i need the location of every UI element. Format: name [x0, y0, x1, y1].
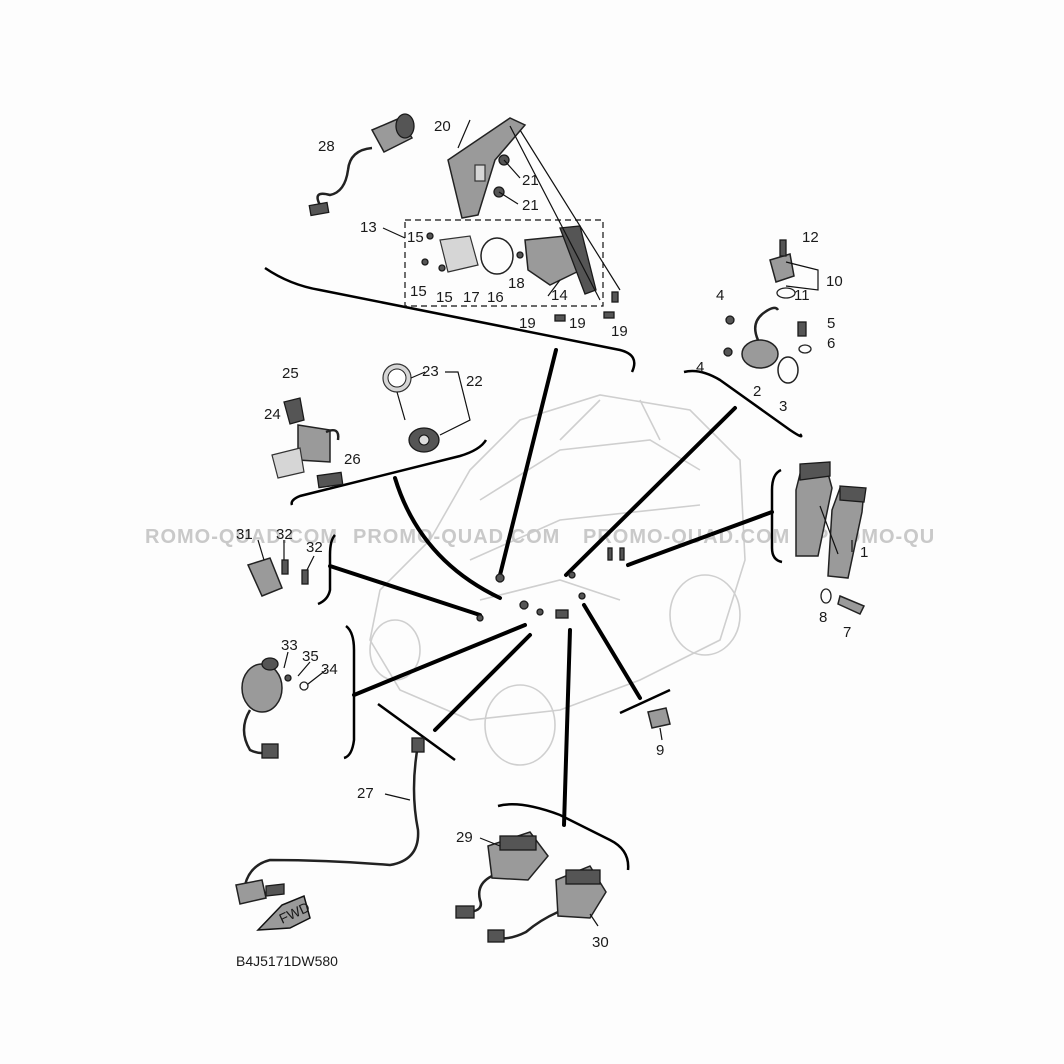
callout-15: 15 — [436, 289, 453, 306]
fwd-direction-arrow: FWD — [256, 894, 312, 931]
part-20-bracket — [447, 117, 527, 219]
callout-19: 19 — [519, 315, 536, 332]
callout-9: 9 — [656, 742, 664, 759]
callout-30: 30 — [592, 934, 609, 951]
callout-24: 24 — [264, 406, 281, 423]
part-1-ignition-coils — [795, 461, 867, 579]
callout-14: 14 — [551, 287, 568, 304]
callout-21: 21 — [522, 197, 539, 214]
part-9-sensor — [647, 707, 671, 741]
part-25-cover — [283, 397, 305, 425]
part-13-assembly — [382, 125, 621, 301]
part-26-label — [316, 471, 344, 489]
callout-18: 18 — [508, 275, 525, 292]
callout-23: 23 — [422, 363, 439, 380]
callout-16: 16 — [487, 289, 504, 306]
connector-lines — [328, 348, 774, 827]
part-27-cable-sensor — [235, 737, 425, 905]
watermark-text: PROMO-QUAD.COM — [583, 526, 790, 548]
callout-11: 11 — [794, 287, 810, 304]
callout-4: 4 — [716, 287, 724, 304]
callout-33: 33 — [281, 637, 298, 654]
callout-22: 22 — [466, 373, 483, 390]
callout-29: 29 — [456, 829, 473, 846]
callout-2: 2 — [753, 383, 761, 400]
callout-20: 20 — [434, 118, 451, 135]
callout-35: 35 — [302, 648, 319, 665]
callout-7: 7 — [843, 624, 851, 641]
part-30-actuator — [487, 865, 607, 943]
callout-19: 19 — [569, 315, 586, 332]
callout-6: 6 — [827, 335, 835, 352]
callout-25: 25 — [282, 365, 299, 382]
callout-3: 3 — [779, 398, 787, 415]
callout-17: 17 — [463, 289, 480, 306]
watermark-text: ROMO-QUAD.COM — [145, 526, 338, 548]
callout-32: 32 — [276, 526, 293, 543]
part-23-gauge — [382, 363, 471, 436]
diagram-code: B4J5171DW580 — [236, 953, 338, 969]
part-10-sensor — [769, 239, 819, 299]
vehicle-ghost-outline — [369, 394, 746, 766]
part-21-bolts — [493, 154, 521, 205]
part-31-bracket — [246, 539, 315, 597]
callout-34: 34 — [321, 661, 338, 678]
group-brackets — [264, 266, 803, 871]
part-24-switch — [271, 424, 340, 479]
callout-27: 27 — [357, 785, 374, 802]
part-22-switch — [408, 427, 440, 453]
callout-5: 5 — [827, 315, 835, 332]
part-28-sensor — [308, 113, 415, 217]
callout-28: 28 — [318, 138, 335, 155]
part-19-bolts — [554, 291, 619, 322]
callout-4: 4 — [696, 359, 704, 376]
callout-10: 10 — [826, 273, 843, 290]
callout-1: 1 — [860, 544, 868, 561]
mounting-hardware — [476, 547, 625, 622]
callout-31: 31 — [236, 526, 253, 543]
callout-32: 32 — [306, 539, 323, 556]
part-33-horn — [241, 651, 327, 759]
callout-8: 8 — [819, 609, 827, 626]
callout-19: 19 — [611, 323, 628, 340]
callout-13: 13 — [360, 219, 377, 236]
part-29-actuator — [455, 831, 549, 919]
callout-12: 12 — [802, 229, 819, 246]
callout-labels: 1 2 3 4 4 5 6 7 8 9 10 11 12 13 14 15 15… — [236, 118, 868, 951]
part-2-sensor — [723, 306, 812, 384]
callout-26: 26 — [344, 451, 361, 468]
callout-21: 21 — [522, 172, 539, 189]
callout-15: 15 — [410, 283, 427, 300]
callout-15: 15 — [407, 229, 424, 246]
part-7-sensor — [820, 588, 866, 615]
watermark-text: PROMO-QUAD.COM — [353, 526, 560, 548]
